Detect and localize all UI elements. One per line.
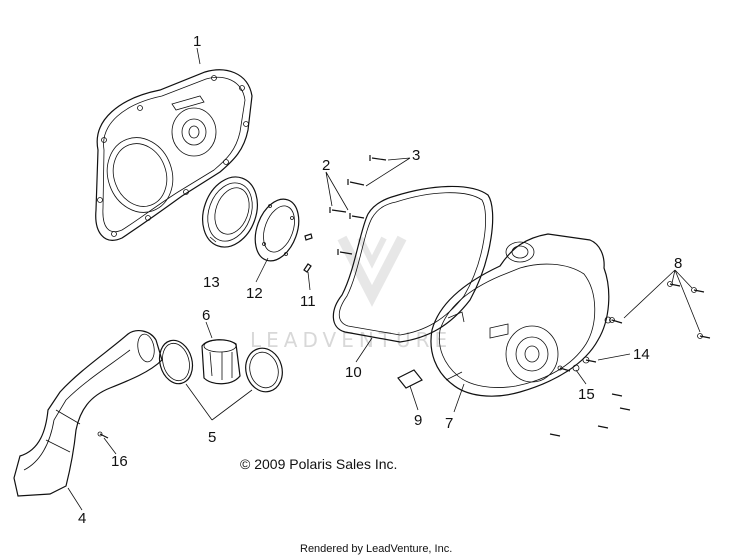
callout-15: 15 bbox=[578, 386, 595, 403]
leader-lines bbox=[67, 47, 701, 511]
callout-13: 13 bbox=[203, 274, 220, 291]
part-11-screws bbox=[303, 233, 313, 273]
callout-4: 4 bbox=[78, 510, 86, 527]
part-7-inner-cover bbox=[430, 233, 612, 397]
watermark: LEADVENTURE bbox=[250, 235, 452, 352]
part-9-label bbox=[397, 369, 423, 389]
part-15-screw bbox=[557, 365, 571, 372]
part-10-belt bbox=[332, 185, 494, 343]
callout-5: 5 bbox=[208, 429, 216, 446]
part-2-bolts bbox=[329, 207, 365, 255]
callout-10: 10 bbox=[345, 364, 362, 381]
part-6-boot bbox=[201, 339, 241, 385]
part-3-bolts bbox=[347, 155, 387, 186]
callout-2: 2 bbox=[322, 157, 330, 174]
part-8-bolts bbox=[609, 281, 711, 339]
callout-12: 12 bbox=[246, 285, 263, 302]
callout-1: 1 bbox=[193, 33, 201, 50]
part-14-bolt bbox=[582, 356, 597, 364]
watermark-logo bbox=[337, 235, 407, 307]
part-4-duct bbox=[13, 330, 163, 497]
callout-11: 11 bbox=[300, 293, 316, 310]
callout-3: 3 bbox=[412, 147, 420, 164]
part-16-screw bbox=[97, 431, 109, 439]
footer-text: Rendered by LeadVenture, Inc. bbox=[300, 543, 452, 555]
callout-16: 16 bbox=[111, 453, 128, 470]
callout-7: 7 bbox=[445, 415, 453, 432]
watermark-text: LEADVENTURE bbox=[250, 328, 452, 352]
loose-bolts bbox=[549, 393, 631, 437]
part-1-outer-cover bbox=[95, 69, 253, 241]
callout-14: 14 bbox=[633, 346, 650, 363]
callout-8: 8 bbox=[674, 255, 682, 272]
callout-9: 9 bbox=[414, 412, 422, 429]
part-13-seal bbox=[202, 176, 258, 248]
callout-6: 6 bbox=[202, 307, 210, 324]
part-12-plate bbox=[254, 198, 300, 262]
copyright-text: © 2009 Polaris Sales Inc. bbox=[240, 456, 397, 472]
part-5-clamps bbox=[158, 339, 283, 393]
